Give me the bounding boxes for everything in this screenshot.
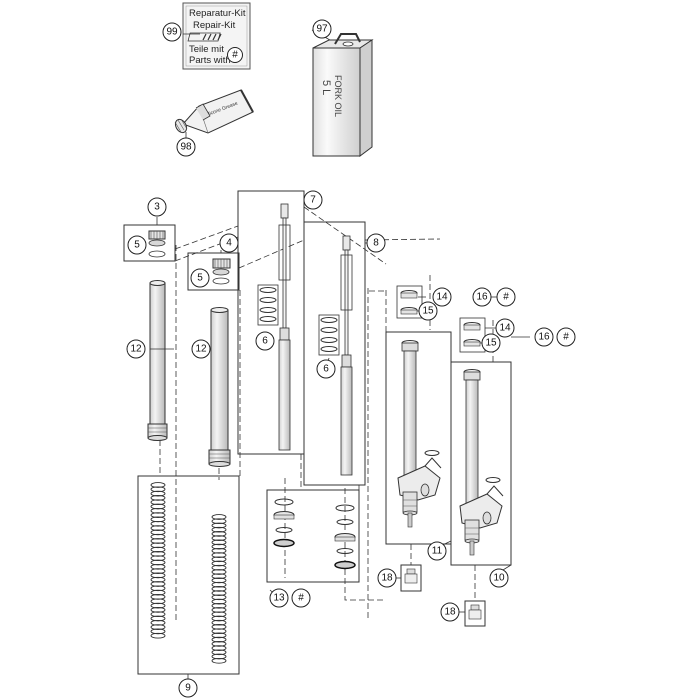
svg-text:7: 7 [310, 195, 316, 206]
fork-spring-left [150, 482, 166, 639]
callout-99: 99 [162, 22, 182, 42]
callout-97: 97 [312, 19, 332, 39]
repair-kit-card: Reparatur-Kit Repair-Kit Teile mit Parts… [182, 2, 251, 70]
cartridge-8 [318, 235, 353, 476]
callout-5a: 5 [127, 235, 147, 255]
box-4 [187, 252, 240, 291]
svg-text:12: 12 [195, 344, 207, 355]
svg-text:#: # [503, 292, 509, 303]
bleed-screw-18a [404, 568, 418, 584]
svg-text:6: 6 [262, 336, 268, 347]
callout-4: 4 [219, 233, 239, 253]
svg-text:97: 97 [316, 24, 328, 35]
kit-label-4: Parts with [189, 55, 231, 66]
inner-tube-10 [459, 369, 504, 556]
fork-oil-can: FORK OIL 5 L [312, 33, 374, 157]
svg-text:5: 5 [134, 240, 140, 251]
callout-18b: 18 [440, 602, 460, 622]
inner-tube-11 [397, 340, 442, 528]
svg-text:10: 10 [493, 573, 505, 584]
cap-screw-4 [212, 258, 231, 285]
svg-text:4: 4 [226, 238, 232, 249]
callout-13: 13 [269, 588, 289, 608]
bushings-14-15-left [396, 285, 423, 319]
box-18b [464, 600, 486, 627]
callout-12b: 12 [191, 339, 211, 359]
oil-can-label-2: 5 L [320, 80, 332, 95]
group-boxes [123, 190, 512, 675]
box-7 [237, 190, 305, 455]
seal-kit-13 [273, 498, 356, 570]
callout-6a: 6 [255, 331, 275, 351]
callout-14b: 14 [495, 318, 515, 338]
callout-15b: 15 [481, 333, 501, 353]
cap-screw-3 [148, 230, 166, 258]
outer-tube-left [147, 280, 168, 441]
svg-text:5: 5 [197, 273, 203, 284]
bleed-screw-18b [468, 604, 482, 620]
svg-text:15: 15 [422, 306, 434, 317]
ktm-logo [187, 32, 222, 42]
callout-10: 10 [489, 568, 509, 588]
silicone-grease-tube: Silicone Grease [174, 89, 254, 134]
svg-text:9: 9 [185, 683, 191, 694]
callout-15a: 15 [418, 301, 438, 321]
callout-98: 98 [176, 137, 196, 157]
callout-hash-16a: # [496, 287, 516, 307]
box-10 [450, 361, 512, 566]
callout-9: 9 [178, 678, 198, 698]
cartridge-7 [257, 203, 291, 451]
oil-can-label-1: FORK OIL [333, 75, 343, 117]
svg-text:16: 16 [538, 332, 550, 343]
callout-3: 3 [147, 197, 167, 217]
svg-text:13: 13 [273, 593, 285, 604]
svg-text:14: 14 [436, 292, 448, 303]
svg-text:98: 98 [180, 142, 192, 153]
svg-text:15: 15 [485, 338, 497, 349]
callout-14a: 14 [432, 287, 452, 307]
box-13 [266, 489, 360, 583]
svg-text:14: 14 [499, 323, 511, 334]
kit-label-2: Repair-Kit [193, 20, 236, 31]
callout-7: 7 [303, 190, 323, 210]
callout-18a: 18 [377, 568, 397, 588]
box-9 [137, 475, 240, 675]
svg-text:18: 18 [381, 573, 393, 584]
callout-bubbles: 99 98 97 3 4 5 5 12 12 7 8 6 6 14 15 16 … [126, 19, 576, 698]
svg-text:6: 6 [323, 364, 329, 375]
svg-text:16: 16 [476, 292, 488, 303]
box-8 [303, 221, 366, 486]
callout-hash-13: # [291, 588, 311, 608]
callout-6b: 6 [316, 359, 336, 379]
callout-11: 11 [427, 541, 447, 561]
kit-label-3: Teile mit [189, 44, 224, 55]
svg-text:#: # [563, 332, 569, 343]
kit-label-1: Reparatur-Kit [189, 8, 246, 19]
callout-16b: 16 [534, 327, 554, 347]
box-3 [123, 224, 176, 262]
svg-text:#: # [298, 593, 304, 604]
callout-8: 8 [366, 233, 386, 253]
svg-text:11: 11 [432, 546, 443, 557]
outer-tube-right [208, 307, 231, 467]
callout-hash-16b: # [556, 327, 576, 347]
svg-text:18: 18 [444, 607, 456, 618]
kit-hash: # [232, 50, 238, 61]
callout-16a: 16 [472, 287, 492, 307]
callout-5b: 5 [190, 268, 210, 288]
fork-spring-right [211, 514, 227, 664]
box-11 [385, 331, 452, 545]
svg-text:3: 3 [154, 202, 160, 213]
svg-text:8: 8 [373, 238, 379, 249]
callout-12a: 12 [126, 339, 146, 359]
svg-text:12: 12 [130, 344, 142, 355]
bushings-14-15-right [459, 317, 486, 353]
svg-text:99: 99 [166, 27, 178, 38]
